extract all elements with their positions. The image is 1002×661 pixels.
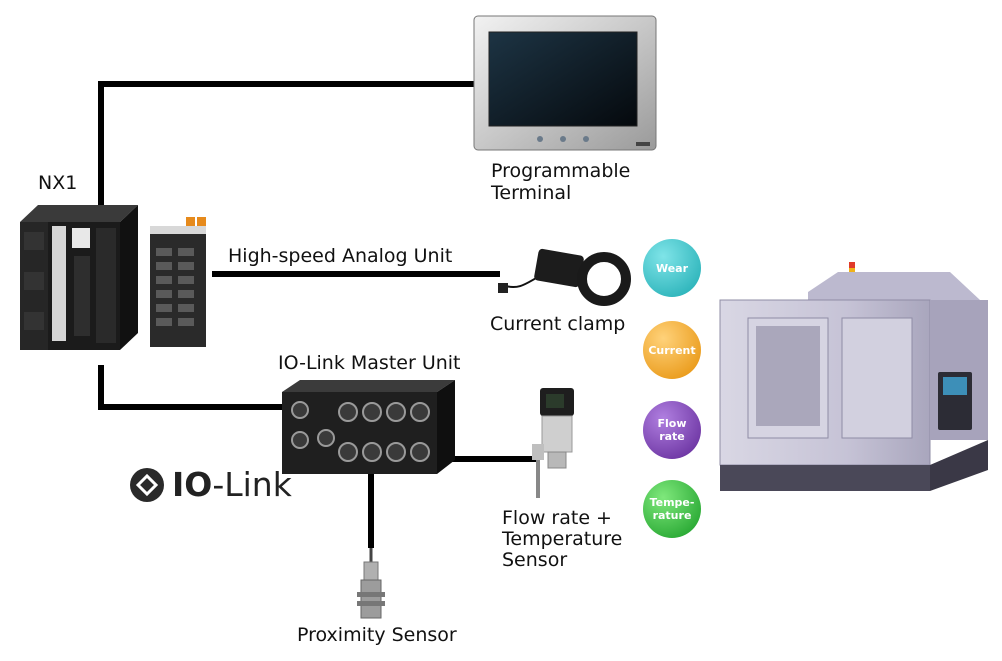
badge-flow-rate-line1: Flow — [657, 417, 687, 430]
iolink-logo-icon — [130, 468, 164, 502]
iolink-logo-text: IO-Link — [172, 465, 292, 505]
iolink-logo-rest: -Link — [212, 465, 292, 504]
badge-wear: Wear — [643, 239, 701, 297]
machining-center-image — [719, 262, 988, 491]
proximity-sensor-image — [357, 548, 385, 619]
iolink-logo-bold: IO — [172, 465, 213, 504]
badge-temperature: Tempe-rature — [643, 480, 701, 538]
badge-current: Current — [643, 321, 701, 379]
nx1-label: NX1 — [38, 172, 78, 194]
cables — [98, 81, 540, 548]
proximity-sensor-label: Proximity Sensor — [297, 624, 457, 646]
flow-sensor-label-line3: Sensor — [502, 549, 568, 571]
iolink-master-label: IO-Link Master Unit — [278, 352, 461, 374]
terminal-label-line2: Terminal — [491, 182, 572, 204]
badge-flow-rate-line2: rate — [659, 430, 685, 443]
terminal-label-line1: Programmable — [491, 160, 631, 182]
badge-temperature-line1: Tempe- — [649, 496, 695, 509]
programmable-terminal-image — [473, 15, 657, 151]
nx1-controller-image — [20, 205, 206, 350]
cable-nx1-terminal — [98, 81, 478, 205]
analog-unit-label: High-speed Analog Unit — [228, 245, 453, 267]
flow-sensor-label-line1: Flow rate + — [502, 507, 612, 529]
current-clamp-image — [498, 248, 631, 306]
flow-temperature-sensor-image — [532, 388, 574, 498]
badge-wear-text: Wear — [655, 261, 689, 275]
badge-temperature-line2: rature — [652, 509, 692, 522]
cable-nx1-iolink — [98, 365, 282, 410]
current-clamp-label: Current clamp — [490, 313, 626, 335]
badge-current-text: Current — [648, 343, 696, 357]
flow-sensor-label-line2: Temperature — [502, 528, 623, 550]
iolink-master-unit-image — [282, 380, 455, 474]
